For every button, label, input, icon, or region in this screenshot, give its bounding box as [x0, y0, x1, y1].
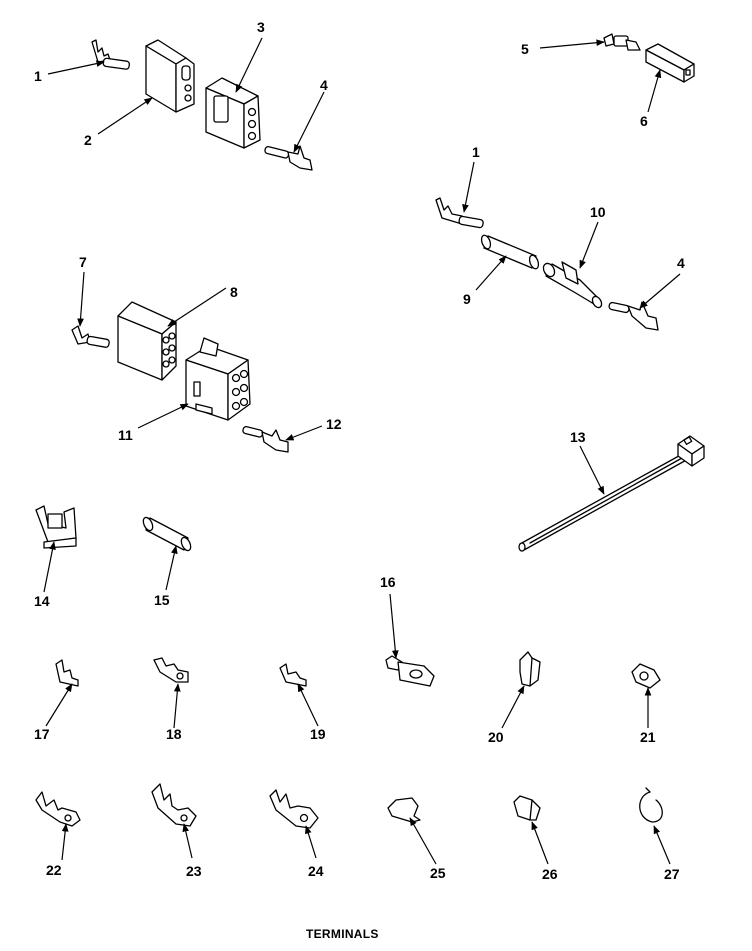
- callout-6: 6: [640, 113, 648, 129]
- part-14-bracket-clip: [35, 505, 77, 549]
- part-9-tube-sleeve: [480, 234, 540, 270]
- part-19-terminal: [279, 663, 307, 687]
- part-24-ring-terminal: [269, 789, 319, 829]
- callout-5: 5: [521, 41, 529, 57]
- part-21-ring-clip: [631, 663, 661, 689]
- part-13-cable-tie: [518, 435, 705, 552]
- part-1-pin-terminal: [91, 39, 131, 70]
- part-3-connector-receptacle: [205, 77, 261, 149]
- callout-27: 27: [664, 866, 680, 882]
- callout-16: 16: [380, 574, 396, 590]
- leader-8: [167, 287, 227, 327]
- callout-19: 19: [310, 726, 326, 742]
- callout-25: 25: [430, 865, 446, 881]
- diagram-caption: TERMINALS: [306, 927, 379, 941]
- callout-26: 26: [542, 866, 558, 882]
- leader-22: [61, 823, 69, 861]
- part-23-ring-terminal: [151, 783, 197, 827]
- part-20-terminal: [519, 651, 541, 687]
- part-6-insulator-sleeve: [645, 43, 695, 83]
- part-4-socket-terminal: [264, 145, 313, 171]
- callout-17: 17: [34, 726, 50, 742]
- callout-8: 8: [230, 284, 238, 300]
- leader-9: [475, 255, 507, 291]
- callout-1b: 1: [472, 144, 480, 160]
- callout-1: 1: [34, 68, 42, 84]
- callout-24: 24: [308, 863, 324, 879]
- part-25-flag-clip: [387, 797, 421, 823]
- leader-17: [45, 683, 73, 727]
- leader-20: [501, 685, 525, 729]
- leader-27: [653, 825, 671, 865]
- leader-23: [182, 823, 193, 859]
- leader-25: [409, 817, 437, 865]
- callout-12: 12: [326, 416, 342, 432]
- leader-5: [539, 39, 605, 49]
- leader-26: [531, 821, 549, 865]
- leader-2: [97, 97, 153, 135]
- callout-2: 2: [84, 132, 92, 148]
- callout-7: 7: [79, 254, 87, 270]
- callout-4b: 4: [677, 255, 685, 271]
- callout-23: 23: [186, 863, 202, 879]
- callout-14: 14: [34, 593, 50, 609]
- leader-15: [165, 545, 178, 591]
- leader-12: [285, 425, 323, 441]
- part-17-terminal: [55, 659, 79, 687]
- callout-21: 21: [640, 729, 656, 745]
- callout-20: 20: [488, 729, 504, 745]
- part-26-spring-clip: [513, 795, 541, 821]
- part-27-wire-clip: [639, 787, 663, 823]
- callout-10: 10: [590, 204, 606, 220]
- callout-15: 15: [154, 592, 170, 608]
- leader-4b: [639, 273, 681, 309]
- callout-9: 9: [463, 291, 471, 307]
- leader-16: [389, 593, 399, 659]
- leader-6: [647, 69, 662, 113]
- part-12-socket-terminal: [242, 425, 289, 453]
- leader-10: [579, 221, 599, 269]
- part-1-pin-terminal-right: [435, 197, 484, 229]
- leader-7: [77, 271, 85, 327]
- leader-4: [293, 91, 325, 153]
- part-10-insulated-connector: [542, 261, 603, 309]
- part-7-pin-terminal: [71, 325, 110, 348]
- part-16-female-spade-terminal: [385, 655, 435, 687]
- part-22-ring-terminal: [35, 791, 81, 827]
- callout-22: 22: [46, 862, 62, 878]
- leader-14: [43, 541, 56, 593]
- leader-1b: [462, 161, 475, 213]
- part-8-nine-way-plug: [117, 301, 177, 381]
- leader-1: [47, 60, 105, 75]
- leader-13: [579, 445, 605, 495]
- callout-13: 13: [570, 429, 586, 445]
- callout-4: 4: [320, 77, 328, 93]
- leader-19: [297, 683, 319, 727]
- part-2-connector-housing: [145, 39, 195, 113]
- part-4-socket-terminal-right: [608, 301, 659, 331]
- leader-24: [305, 825, 317, 859]
- callout-11: 11: [118, 427, 133, 443]
- leader-11: [137, 403, 189, 429]
- leader-18: [173, 683, 181, 729]
- part-11-nine-way-receptacle: [185, 337, 251, 421]
- leader-3: [235, 37, 263, 93]
- callout-3: 3: [257, 19, 265, 35]
- part-18-terminal: [153, 657, 189, 683]
- part-5-flag-terminal: [603, 33, 641, 51]
- callout-18: 18: [166, 726, 182, 742]
- part-15-tube: [142, 516, 192, 552]
